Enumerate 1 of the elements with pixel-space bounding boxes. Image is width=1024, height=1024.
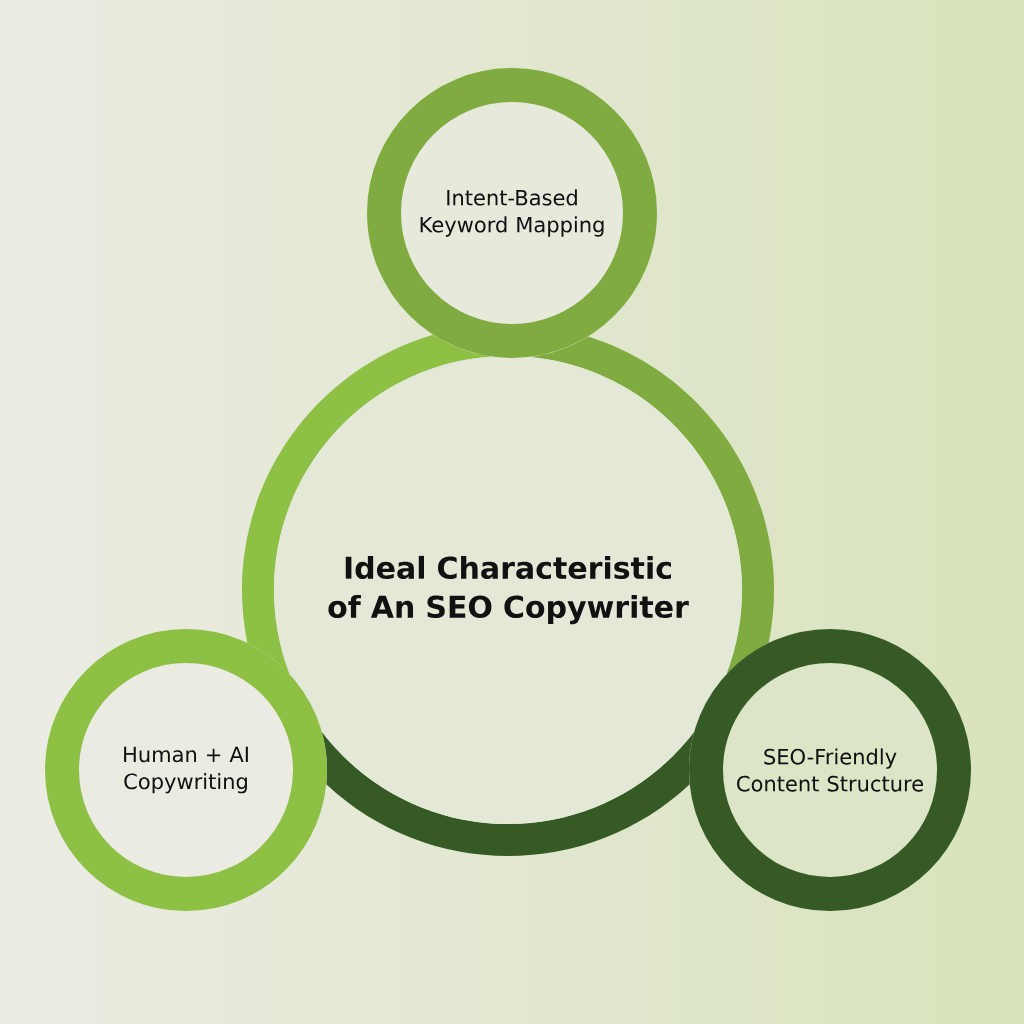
node-label: Human + AI Copywriting xyxy=(124,746,248,794)
